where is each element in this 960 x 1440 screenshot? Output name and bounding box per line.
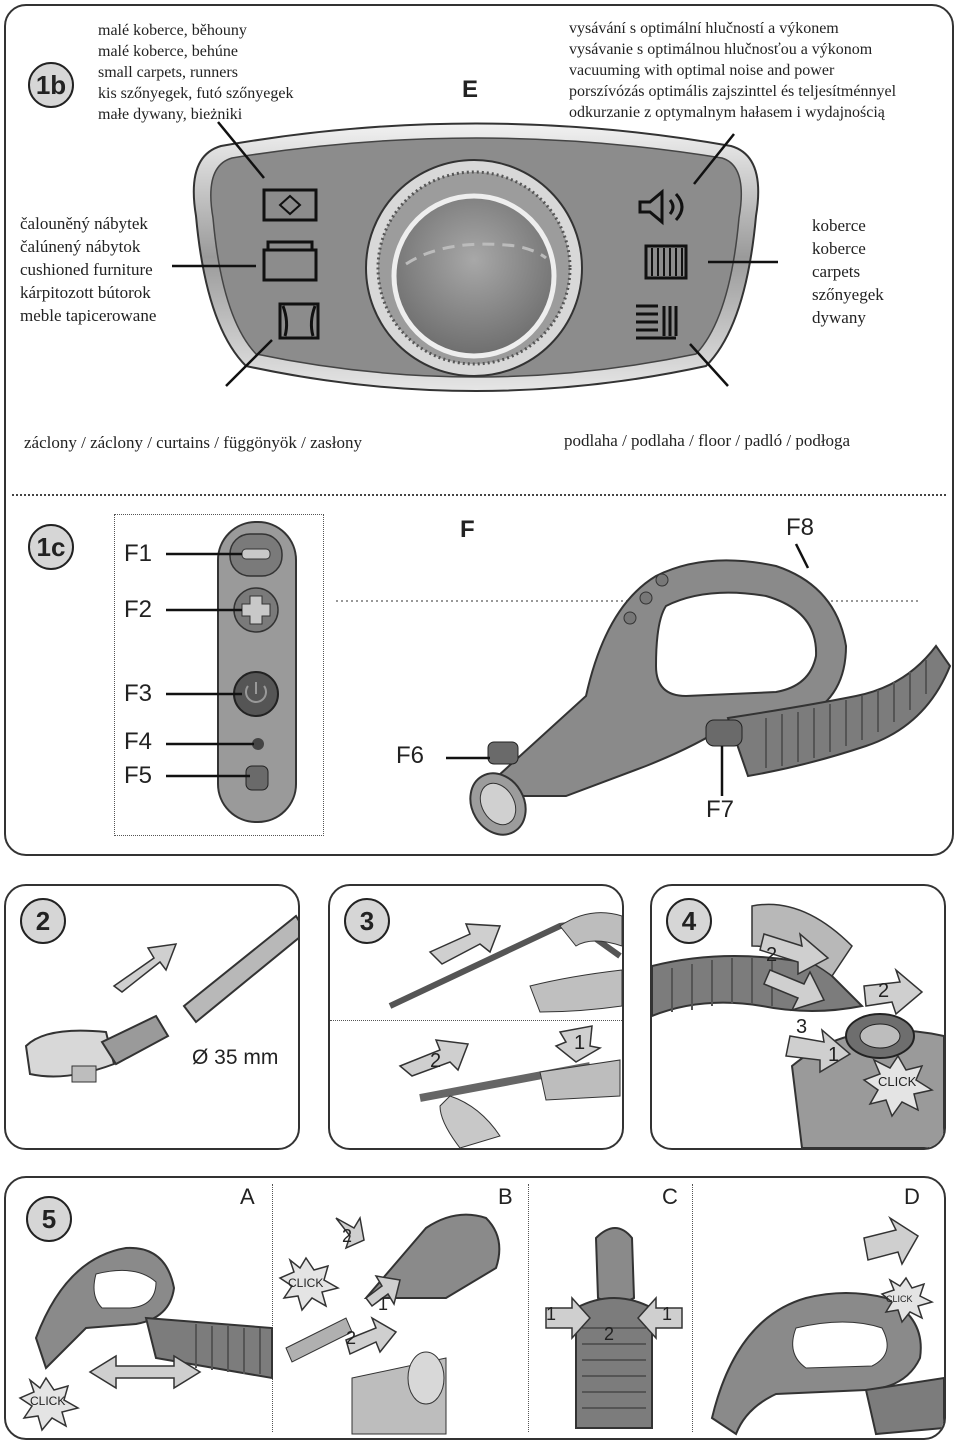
hose — [726, 644, 952, 778]
badge-step-5: 5 — [26, 1196, 72, 1242]
step-5-divider-ab — [272, 1184, 273, 1432]
arrow-icon — [863, 967, 924, 1016]
mid-left-text: čalouněný nábytek čalúnený nábytok cushi… — [20, 214, 157, 325]
power-control-panel — [172, 121, 778, 392]
runner-rug-icon — [262, 188, 318, 222]
step-3-divider — [330, 1020, 622, 1021]
top-panel: 1b E malé koberce, běhouny malé koberce,… — [4, 4, 954, 856]
step-4-n3: 3 — [796, 1016, 808, 1038]
sub-label-a: A — [240, 1184, 255, 1209]
sub-label-b: B — [498, 1184, 513, 1209]
diameter-label: Ø 35 mm — [192, 1046, 279, 1069]
arrow-icon — [863, 1215, 920, 1266]
mid-right-text: koberce koberce carpets szőnyegek dywany — [812, 216, 884, 327]
hose-insert-illustration — [652, 903, 944, 1148]
section-divider — [12, 494, 946, 496]
step-5-a-click: CLICK — [30, 1394, 66, 1408]
release-button — [487, 741, 519, 765]
arrow-icon — [759, 932, 830, 976]
step-5-d-click: CLICK — [886, 1294, 913, 1304]
step-5-b-n2b: 2 — [346, 1328, 357, 1348]
speaker-icon — [638, 188, 684, 226]
step-5-c-n1a: 1 — [546, 1304, 557, 1324]
step-5-divider-bc — [528, 1184, 529, 1432]
badge-step-2: 2 — [20, 898, 66, 944]
arrow-icon — [545, 1296, 592, 1340]
double-arrow-icon — [88, 1354, 202, 1390]
floor-icon — [636, 304, 678, 340]
step-4-click: CLICK — [878, 1074, 917, 1089]
tube-nozzle-illustration — [24, 914, 298, 1083]
carpet-icon — [644, 244, 688, 280]
double-arrow-icon — [112, 943, 178, 993]
remote-detail-box — [114, 514, 324, 836]
label-f7: F7 — [706, 796, 735, 823]
sub-label-d: D — [904, 1184, 920, 1209]
hose-release-button — [705, 719, 743, 747]
label-f5: F5 — [124, 762, 153, 789]
click-burst-icon — [278, 1256, 340, 1312]
arrow-icon — [335, 1215, 365, 1250]
step-5-c-n2: 2 — [604, 1324, 615, 1344]
step-5-panel: 5 A B C D CLICK CLICK 2 1 — [4, 1176, 946, 1440]
sofa-icon — [262, 240, 318, 282]
badge-1b: 1b — [28, 62, 74, 108]
top-right-text: vysávání s optimální hlučností a výkonem… — [569, 20, 897, 121]
step-4-n1: 1 — [828, 1044, 840, 1066]
step-3-n1: 1 — [574, 1032, 586, 1054]
label-f6: F6 — [396, 742, 425, 769]
step-5-b-click: CLICK — [288, 1276, 324, 1290]
label-f3: F3 — [124, 680, 153, 707]
step-4-panel: 4 2 2 3 1 CLICK — [650, 884, 946, 1150]
click-burst-icon — [880, 1276, 935, 1324]
letter-e: E — [462, 76, 479, 103]
label-f1: F1 — [124, 540, 153, 567]
arrow-icon — [763, 969, 826, 1012]
label-f8: F8 — [786, 514, 815, 541]
step-5-b-n1: 1 — [378, 1294, 389, 1314]
slider-control — [245, 765, 269, 791]
label-f2: F2 — [124, 596, 153, 623]
floor-nozzle — [24, 1029, 116, 1078]
letter-f: F — [460, 516, 475, 543]
curtain-icon — [278, 302, 320, 340]
label-f4: F4 — [124, 728, 153, 755]
step-2-panel: 2 Ø 35 mm — [4, 884, 300, 1150]
top-left-text: malé koberce, běhouny malé koberce, behú… — [98, 22, 294, 123]
bottom-right-text: podlaha / podlaha / floor / padló / podł… — [564, 431, 851, 450]
indicator-light — [252, 738, 264, 750]
step-4-n2a: 2 — [766, 944, 778, 966]
bottom-left-text: záclony / záclony / curtains / függönyök… — [24, 433, 363, 452]
double-arrow-icon — [428, 923, 502, 965]
badge-1c: 1c — [28, 524, 74, 570]
arrow-icon — [364, 1274, 401, 1308]
hose-assembly-illustrations — [18, 1213, 944, 1436]
badge-step-4: 4 — [666, 898, 712, 944]
arrow-icon — [345, 1316, 398, 1356]
click-burst-icon — [18, 1376, 80, 1432]
sub-label-c: C — [662, 1184, 678, 1209]
step-5-b-n2a: 2 — [342, 1226, 353, 1246]
step-3-panel: 3 1 2 — [328, 884, 624, 1150]
tube-adjust-illustration — [388, 912, 622, 1148]
handle-button-strip — [166, 521, 952, 836]
step-5-c-n1b: 1 — [662, 1304, 673, 1324]
step-5-divider-cd — [692, 1184, 693, 1432]
step-4-n2b: 2 — [878, 980, 890, 1002]
arrow-icon — [636, 1296, 683, 1340]
arrow-icon — [554, 1025, 603, 1063]
arrow-icon — [785, 1028, 852, 1074]
badge-step-3: 3 — [344, 898, 390, 944]
click-burst-icon — [862, 1054, 934, 1118]
double-arrow-icon — [398, 1039, 470, 1077]
step-3-n2: 2 — [430, 1050, 442, 1072]
